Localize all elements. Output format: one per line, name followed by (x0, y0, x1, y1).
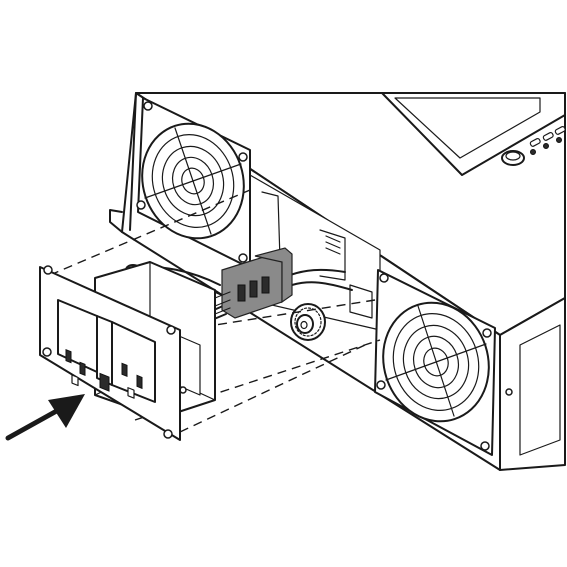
wire-icon (291, 281, 353, 291)
connector-pin-icon (249, 280, 258, 298)
fan-screw-icon (379, 273, 389, 283)
terminal-knob (290, 303, 326, 341)
indicator-leds-icon (529, 125, 566, 155)
receptacle-slot-icon (136, 374, 143, 390)
knob-center-icon (296, 314, 314, 334)
side-screw-icon (505, 388, 513, 396)
power-button-icon (501, 150, 525, 166)
cooling-fan-right (374, 269, 496, 456)
receptacle-slot-icon (79, 361, 86, 377)
power-button-cap-icon (505, 151, 521, 161)
faceplate-screw-icon (163, 429, 173, 439)
ac-outlet-module (39, 261, 216, 441)
arrow-head-icon (48, 394, 85, 428)
fan-screw-icon (238, 152, 248, 162)
housing-mount-tab (109, 209, 123, 233)
receptacle-slot-icon (65, 348, 72, 364)
internal-board-icon (319, 229, 346, 281)
insert-arrow (5, 394, 85, 441)
fan-screw-icon (143, 101, 153, 111)
side-vent-icon (519, 324, 561, 456)
connector-pin-icon (261, 276, 270, 294)
display-panel-icon (381, 92, 566, 176)
fan-screw-icon (136, 200, 146, 210)
internal-relay-icon (349, 284, 373, 319)
fan-screw-icon (376, 380, 386, 390)
wire-icon (289, 268, 346, 276)
arrow-icon (5, 405, 65, 441)
connector-pin-icon (237, 284, 246, 302)
receptacle-right-icon (111, 321, 156, 403)
faceplate-screw-icon (43, 265, 53, 275)
faceplate-screw-icon (42, 347, 52, 357)
receptacle-ground-icon (71, 374, 79, 387)
receptacle-slot-icon (121, 362, 128, 378)
outlet-divider-icon (96, 315, 113, 386)
fan-screw-icon (238, 253, 248, 263)
display-window-icon (394, 97, 541, 159)
housing-edge (129, 92, 137, 231)
wire-connector (214, 247, 293, 319)
reset-button-icon (99, 372, 110, 392)
duplex-outlet-icon (57, 299, 156, 403)
fan-screw-icon (482, 328, 492, 338)
fan-screw-icon (480, 441, 490, 451)
receptacle-ground-icon (127, 387, 135, 399)
faceplate-screw-icon (166, 325, 176, 335)
connector-plug-side-icon (254, 247, 293, 304)
